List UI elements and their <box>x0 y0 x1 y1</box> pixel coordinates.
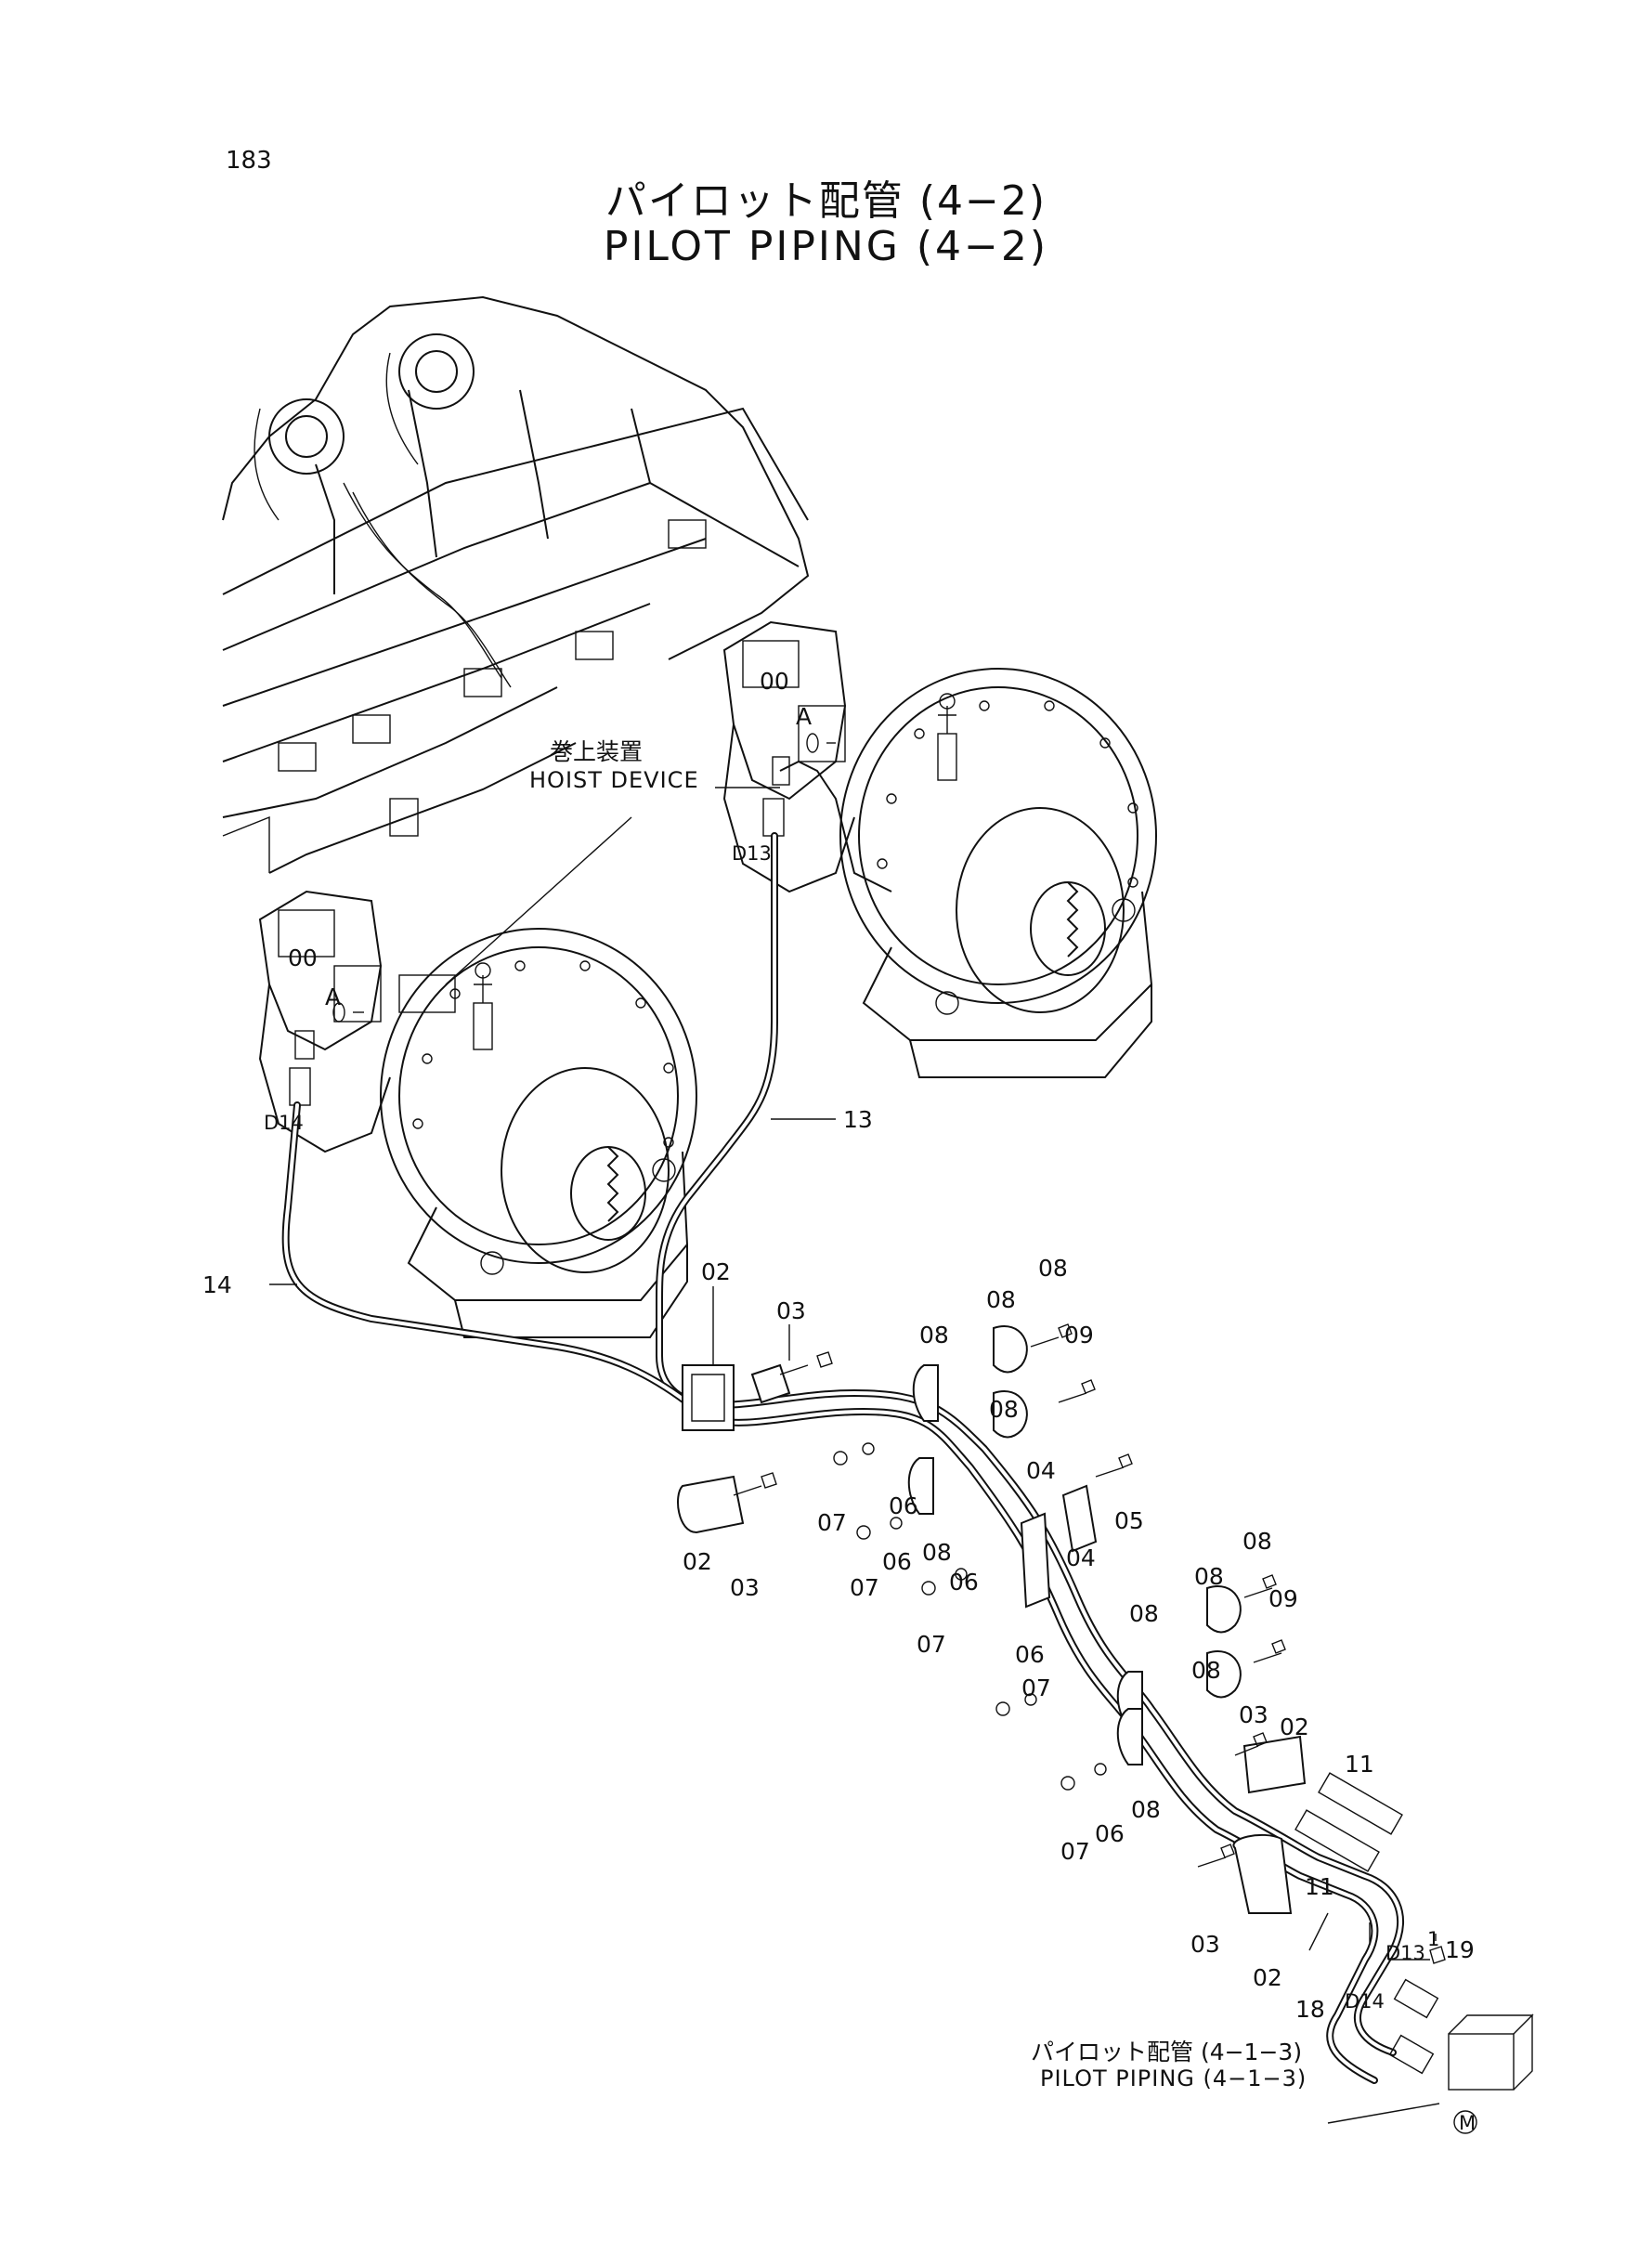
callout-08: 08 <box>1131 1796 1161 1823</box>
part-callouts: 00 00 A A D13 D14 13 14 02 03 02 03 08 0… <box>202 668 1475 2023</box>
callout-00: 00 <box>288 945 318 971</box>
callout-D13: D13 <box>732 842 772 865</box>
callout-09: 09 <box>1064 1322 1094 1348</box>
callout-00: 00 <box>760 668 789 695</box>
callout-11: 11 <box>1305 1873 1334 1900</box>
callout-14: 14 <box>202 1271 232 1298</box>
machine-frame-drawing <box>222 295 810 874</box>
callout-D14: D14 <box>264 1112 304 1134</box>
callout-03: 03 <box>730 1574 760 1601</box>
callout-02: 02 <box>1280 1713 1309 1740</box>
hoist-device-lower <box>258 890 697 1338</box>
callout-07: 07 <box>1060 1838 1090 1865</box>
callout-D13: D13 <box>1385 1942 1425 1964</box>
hoist-device-upper <box>722 620 1157 1078</box>
callout-11: 11 <box>1345 1751 1374 1778</box>
callout-03: 03 <box>776 1297 806 1324</box>
callout-04: 04 <box>1066 1544 1096 1571</box>
callout-D14: D14 <box>1345 1990 1385 2013</box>
callout-02: 02 <box>1253 1964 1282 1991</box>
callout-08: 08 <box>989 1396 1019 1423</box>
callout-07: 07 <box>850 1574 879 1601</box>
callout-08: 08 <box>1191 1657 1221 1684</box>
reference-label-jp: パイロット配管 (4−1−3) <box>1031 2039 1302 2065</box>
callout-A: A <box>796 703 812 730</box>
callout-08: 08 <box>1194 1563 1224 1590</box>
callout-A: A <box>325 984 341 1010</box>
callout-07: 07 <box>1021 1674 1051 1701</box>
clamp-hardware <box>677 1323 1534 2134</box>
page-title-japanese: パイロット配管 (4−2) <box>605 177 1047 225</box>
hose-14 <box>281 1101 691 1406</box>
callout-06: 06 <box>1015 1641 1045 1668</box>
callout-03: 03 <box>1239 1701 1268 1728</box>
callout-06: 06 <box>949 1569 979 1596</box>
motor-mark: M <box>1459 2112 1476 2134</box>
callout-06: 06 <box>889 1492 918 1519</box>
callout-08: 08 <box>1038 1255 1068 1282</box>
callout-13: 13 <box>843 1106 873 1133</box>
callout-08: 08 <box>1129 1600 1159 1627</box>
callout-04: 04 <box>1026 1457 1056 1484</box>
hose-13 <box>656 832 778 1406</box>
page-number: 183 <box>226 147 272 175</box>
reference-label-en: PILOT PIPING (4−1−3) <box>1040 2065 1307 2091</box>
callout-08: 08 <box>922 1539 952 1566</box>
callout-08: 08 <box>919 1322 949 1348</box>
callout-1: 1 <box>1427 1928 1439 1950</box>
callout-09: 09 <box>1268 1585 1298 1612</box>
callout-02: 02 <box>701 1258 731 1285</box>
hoist-device-label-jp: 巻上装置 <box>550 738 643 765</box>
callout-03: 03 <box>1190 1931 1220 1958</box>
callout-05: 05 <box>1114 1507 1144 1534</box>
callout-06: 06 <box>882 1548 912 1575</box>
callout-08: 08 <box>1242 1528 1272 1555</box>
hoist-device-label-en: HOIST DEVICE <box>529 767 699 793</box>
callout-08: 08 <box>986 1286 1016 1313</box>
callout-07: 07 <box>917 1631 946 1658</box>
callout-02: 02 <box>683 1548 712 1575</box>
page-title-english: PILOT PIPING (4−2) <box>603 223 1049 270</box>
callout-19: 19 <box>1445 1936 1475 1963</box>
leader-lines <box>269 787 1440 2124</box>
callout-07: 07 <box>817 1509 847 1536</box>
callout-06: 06 <box>1095 1820 1125 1847</box>
callout-18: 18 <box>1295 1996 1325 2023</box>
